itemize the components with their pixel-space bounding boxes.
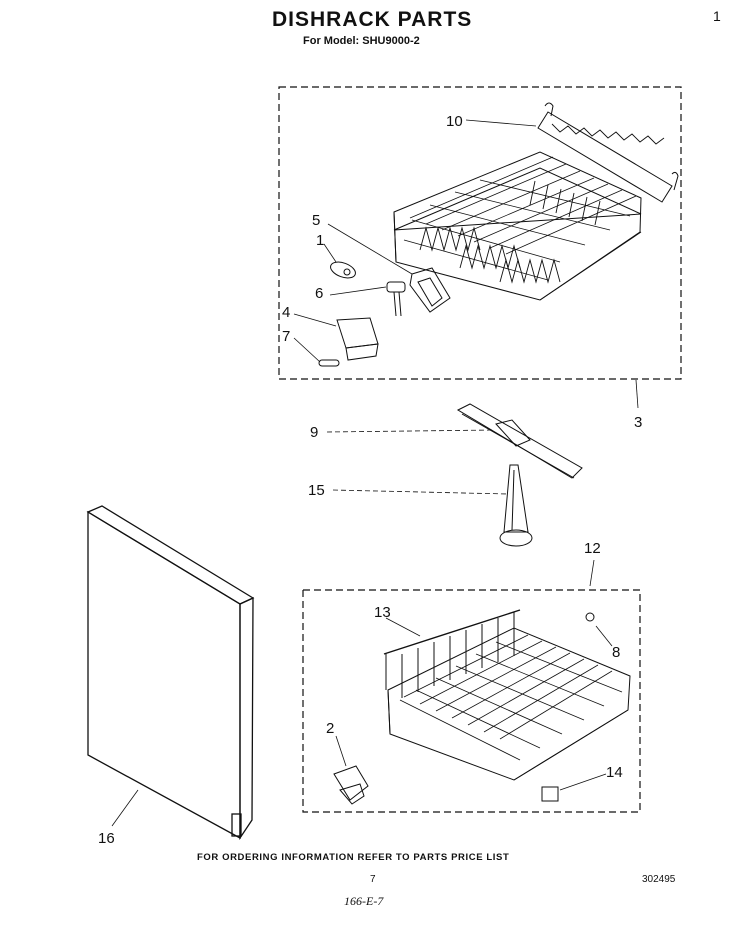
callout-6: 6 xyxy=(315,285,324,302)
callout-9: 9 xyxy=(310,424,319,441)
document-number: 302495 xyxy=(642,874,676,885)
callout-1: 1 xyxy=(316,232,325,249)
handwritten-note: 166-E-7 xyxy=(344,894,384,908)
callout-4: 4 xyxy=(282,304,291,321)
callout-3: 3 xyxy=(634,414,643,431)
callout-5: 5 xyxy=(312,212,321,229)
callout-10: 10 xyxy=(446,113,463,130)
callout-8: 8 xyxy=(612,644,621,661)
callout-13: 13 xyxy=(374,604,391,621)
door-panel xyxy=(86,505,255,841)
ordering-note: FOR ORDERING INFORMATION REFER TO PARTS … xyxy=(197,852,510,863)
upper-rack-boundary xyxy=(278,86,682,380)
page-mark: 1 xyxy=(713,8,721,24)
model-label: For Model: SHU9000-2 xyxy=(303,35,420,47)
lower-hardware xyxy=(333,612,595,805)
callout-14: 14 xyxy=(606,764,623,781)
spray-arm xyxy=(456,403,583,479)
upper-dishrack xyxy=(393,151,642,301)
support-tube xyxy=(499,464,533,547)
page-title: DISHRACK PARTS xyxy=(272,8,473,31)
callout-2: 2 xyxy=(326,720,335,737)
callout-16: 16 xyxy=(98,830,115,847)
callout-12: 12 xyxy=(584,540,601,557)
lower-dishrack xyxy=(383,609,631,781)
page-number: 7 xyxy=(370,874,376,885)
rack-hardware xyxy=(318,261,451,367)
callout-15: 15 xyxy=(308,482,325,499)
callout-7: 7 xyxy=(282,328,291,345)
lower-rack-boundary xyxy=(302,589,641,813)
cup-shelf xyxy=(537,102,679,203)
